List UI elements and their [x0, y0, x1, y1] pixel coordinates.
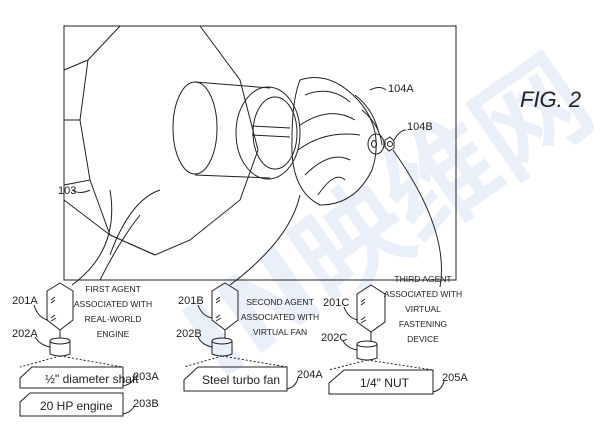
record-text: 20 HP engine: [40, 399, 113, 413]
figure-title: FIG. 2: [520, 87, 581, 112]
caption-line: FIRST AGENT: [85, 284, 141, 294]
agent-201C: [328, 284, 445, 395]
nut-drawing: [384, 136, 395, 152]
record-text: ½" diameter shaft: [45, 372, 139, 386]
virtual-scene-frame: [63, 25, 457, 281]
agent-201B: [183, 282, 299, 392]
ref-204A: 204A: [297, 369, 323, 381]
caption-line: FASTENING: [399, 319, 447, 329]
engine-drawing: [63, 25, 259, 281]
turbo-fan-drawing: [291, 77, 385, 206]
caption-line: ASSOCIATED WITH: [74, 299, 152, 309]
record-text: Steel turbo fan: [202, 373, 280, 387]
caption-line: ASSOCIATED WITH: [384, 289, 462, 299]
shaft-cylinder: [172, 81, 301, 180]
ref-201C: 201C: [323, 297, 349, 309]
ref-202C: 202C: [321, 332, 347, 344]
ref-203B: 203B: [133, 398, 159, 410]
ref-103: 103: [58, 185, 76, 197]
caption-line: REAL-WORLD: [85, 314, 142, 324]
agent-201A: [19, 282, 135, 417]
caption-line: THIRD AGENT: [394, 274, 451, 284]
ref-205A: 205A: [442, 372, 468, 384]
ref-201B: 201B: [178, 295, 204, 307]
record-text: 1/4" NUT: [360, 376, 410, 390]
caption-line: SECOND AGENT: [246, 297, 314, 307]
caption-line: DEVICE: [407, 334, 439, 344]
caption-line: VIRTUAL: [405, 304, 441, 314]
ref-201A: 201A: [12, 295, 38, 307]
ref-104A: 104A: [388, 83, 414, 95]
ref-104B: 104B: [407, 121, 433, 133]
ref-202B: 202B: [176, 328, 202, 340]
caption-line: VIRTUAL FAN: [253, 327, 307, 337]
ref-202A: 202A: [12, 328, 38, 340]
ref-203A: 203A: [133, 371, 159, 383]
caption-line: ASSOCIATED WITH: [241, 312, 319, 322]
caption-line: ENGINE: [97, 329, 130, 339]
